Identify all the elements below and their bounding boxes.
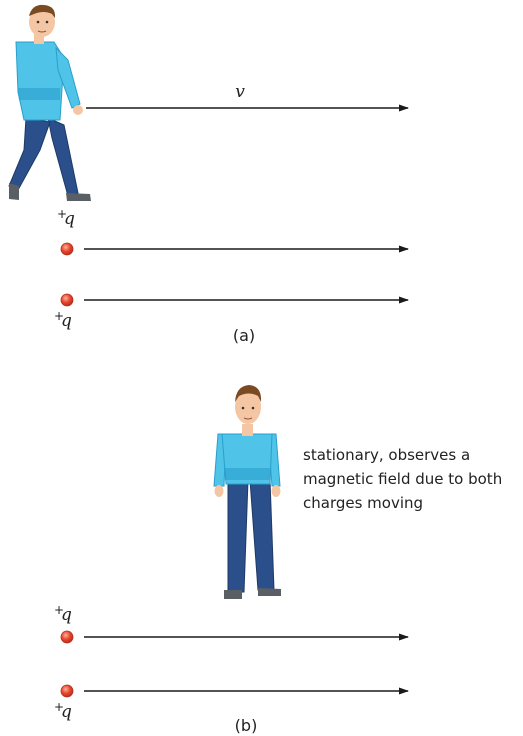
charge-bottom-b (61, 685, 73, 697)
stationary-observer (214, 385, 281, 599)
charge-symbol: q (61, 605, 72, 625)
panel-b: stationary, observes a magnetic field du… (54, 385, 507, 735)
charge-top-a (61, 243, 73, 255)
panel-a: v + q + q (a) (9, 5, 408, 345)
charge-symbol: q (61, 311, 72, 331)
charge-bottom-a (61, 294, 73, 306)
panel-a-label: (a) (233, 326, 255, 345)
velocity-label: v (235, 82, 245, 102)
charge-symbol: q (61, 702, 72, 722)
observer-note-line: stationary, observes a (303, 446, 470, 464)
panel-b-label: (b) (235, 716, 258, 735)
charge-top-b (61, 631, 73, 643)
walking-observer (9, 5, 91, 201)
observer-note: stationary, observes a magnetic field du… (303, 446, 507, 512)
observer-note-line: magnetic field due to both (303, 470, 502, 488)
observer-note-line: charges moving (303, 494, 423, 512)
charge-symbol: q (64, 209, 75, 229)
